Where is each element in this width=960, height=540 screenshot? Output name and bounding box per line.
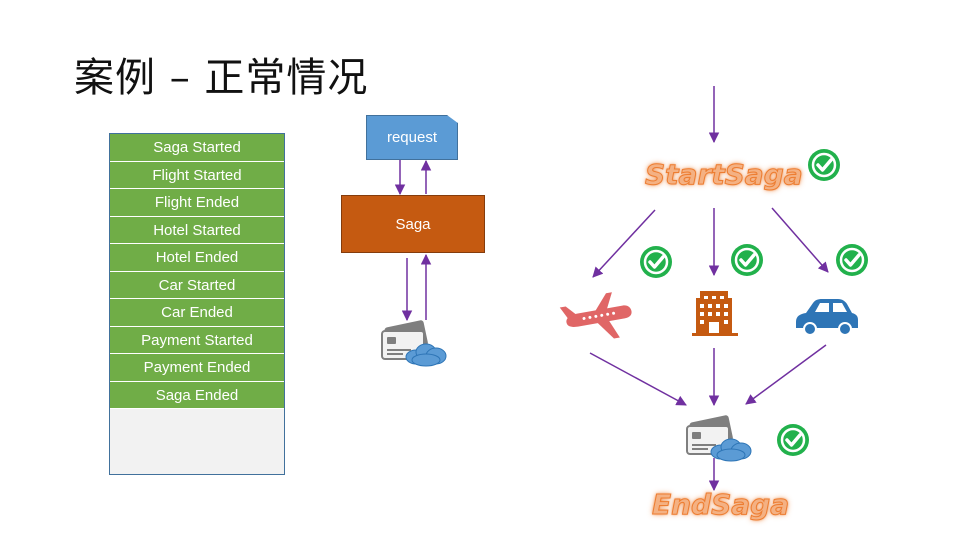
log-row-car-started: Car Started	[110, 271, 284, 299]
slide-title: 案例 – 正常情况	[74, 55, 369, 101]
saga-event-log: Saga Started Flight Started Flight Ended…	[109, 133, 285, 475]
check-circle-icon	[638, 244, 674, 280]
log-row-flight-started: Flight Started	[110, 161, 284, 189]
start-saga-label: StartSaga	[645, 158, 804, 192]
hotel-building-icon	[692, 291, 738, 336]
request-box: request	[366, 115, 458, 160]
log-row-hotel-started: Hotel Started	[110, 216, 284, 244]
credit-card-cloud-icon	[686, 413, 752, 462]
log-row-payment-ended: Payment Ended	[110, 354, 284, 382]
saga-box: Saga	[341, 195, 485, 253]
end-saga-label: EndSaga	[651, 488, 790, 522]
arrow-start-to-flight	[592, 209, 656, 278]
check-circle-icon	[834, 242, 870, 278]
check-circle-icon	[729, 242, 765, 278]
log-row-saga-started: Saga Started	[110, 134, 284, 162]
arrow-flight-to-payment	[589, 352, 687, 406]
car-icon	[796, 299, 858, 336]
arrow-car-to-payment	[745, 344, 827, 405]
airplane-icon	[559, 292, 632, 339]
log-row-flight-ended: Flight Ended	[110, 189, 284, 217]
credit-card-cloud-icon	[381, 318, 447, 367]
log-row-payment-started: Payment Started	[110, 326, 284, 354]
log-row-saga-ended: Saga Ended	[110, 381, 284, 409]
log-row-hotel-ended: Hotel Ended	[110, 244, 284, 272]
check-circle-icon	[806, 147, 842, 183]
check-circle-icon	[775, 422, 811, 458]
arrow-start-to-car	[771, 207, 829, 273]
log-row-car-ended: Car Ended	[110, 299, 284, 327]
